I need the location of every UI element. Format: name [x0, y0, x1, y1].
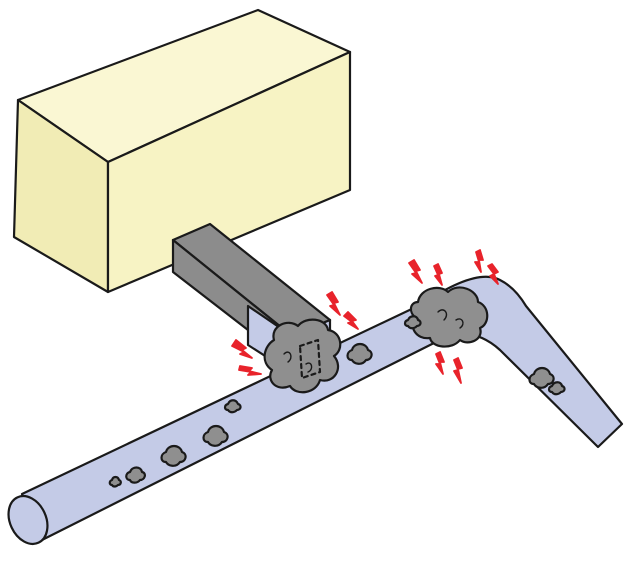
impact-sparks — [231, 249, 499, 384]
debris — [403, 315, 422, 330]
spark — [474, 249, 484, 273]
spark — [326, 291, 341, 316]
debris — [547, 381, 566, 396]
debris — [160, 444, 187, 467]
spark — [435, 351, 445, 375]
debris — [125, 466, 146, 484]
pipe-open-end — [7, 494, 49, 546]
debris — [202, 424, 229, 447]
clog-junction — [263, 318, 342, 394]
spark — [343, 311, 359, 330]
spark — [231, 339, 253, 359]
blockage-bend — [409, 286, 489, 348]
debris — [223, 399, 242, 414]
spark — [453, 357, 463, 384]
box-side-face — [106, 50, 352, 294]
debris — [108, 475, 122, 488]
spark — [238, 365, 262, 376]
debris-particles — [108, 315, 566, 488]
equipment-box — [12, 8, 352, 294]
spark — [408, 259, 423, 284]
debris — [528, 366, 555, 389]
blockage-junction — [263, 318, 342, 394]
clog-bend — [409, 286, 489, 348]
spark — [487, 263, 499, 285]
debris — [346, 342, 373, 365]
spark — [433, 263, 443, 286]
